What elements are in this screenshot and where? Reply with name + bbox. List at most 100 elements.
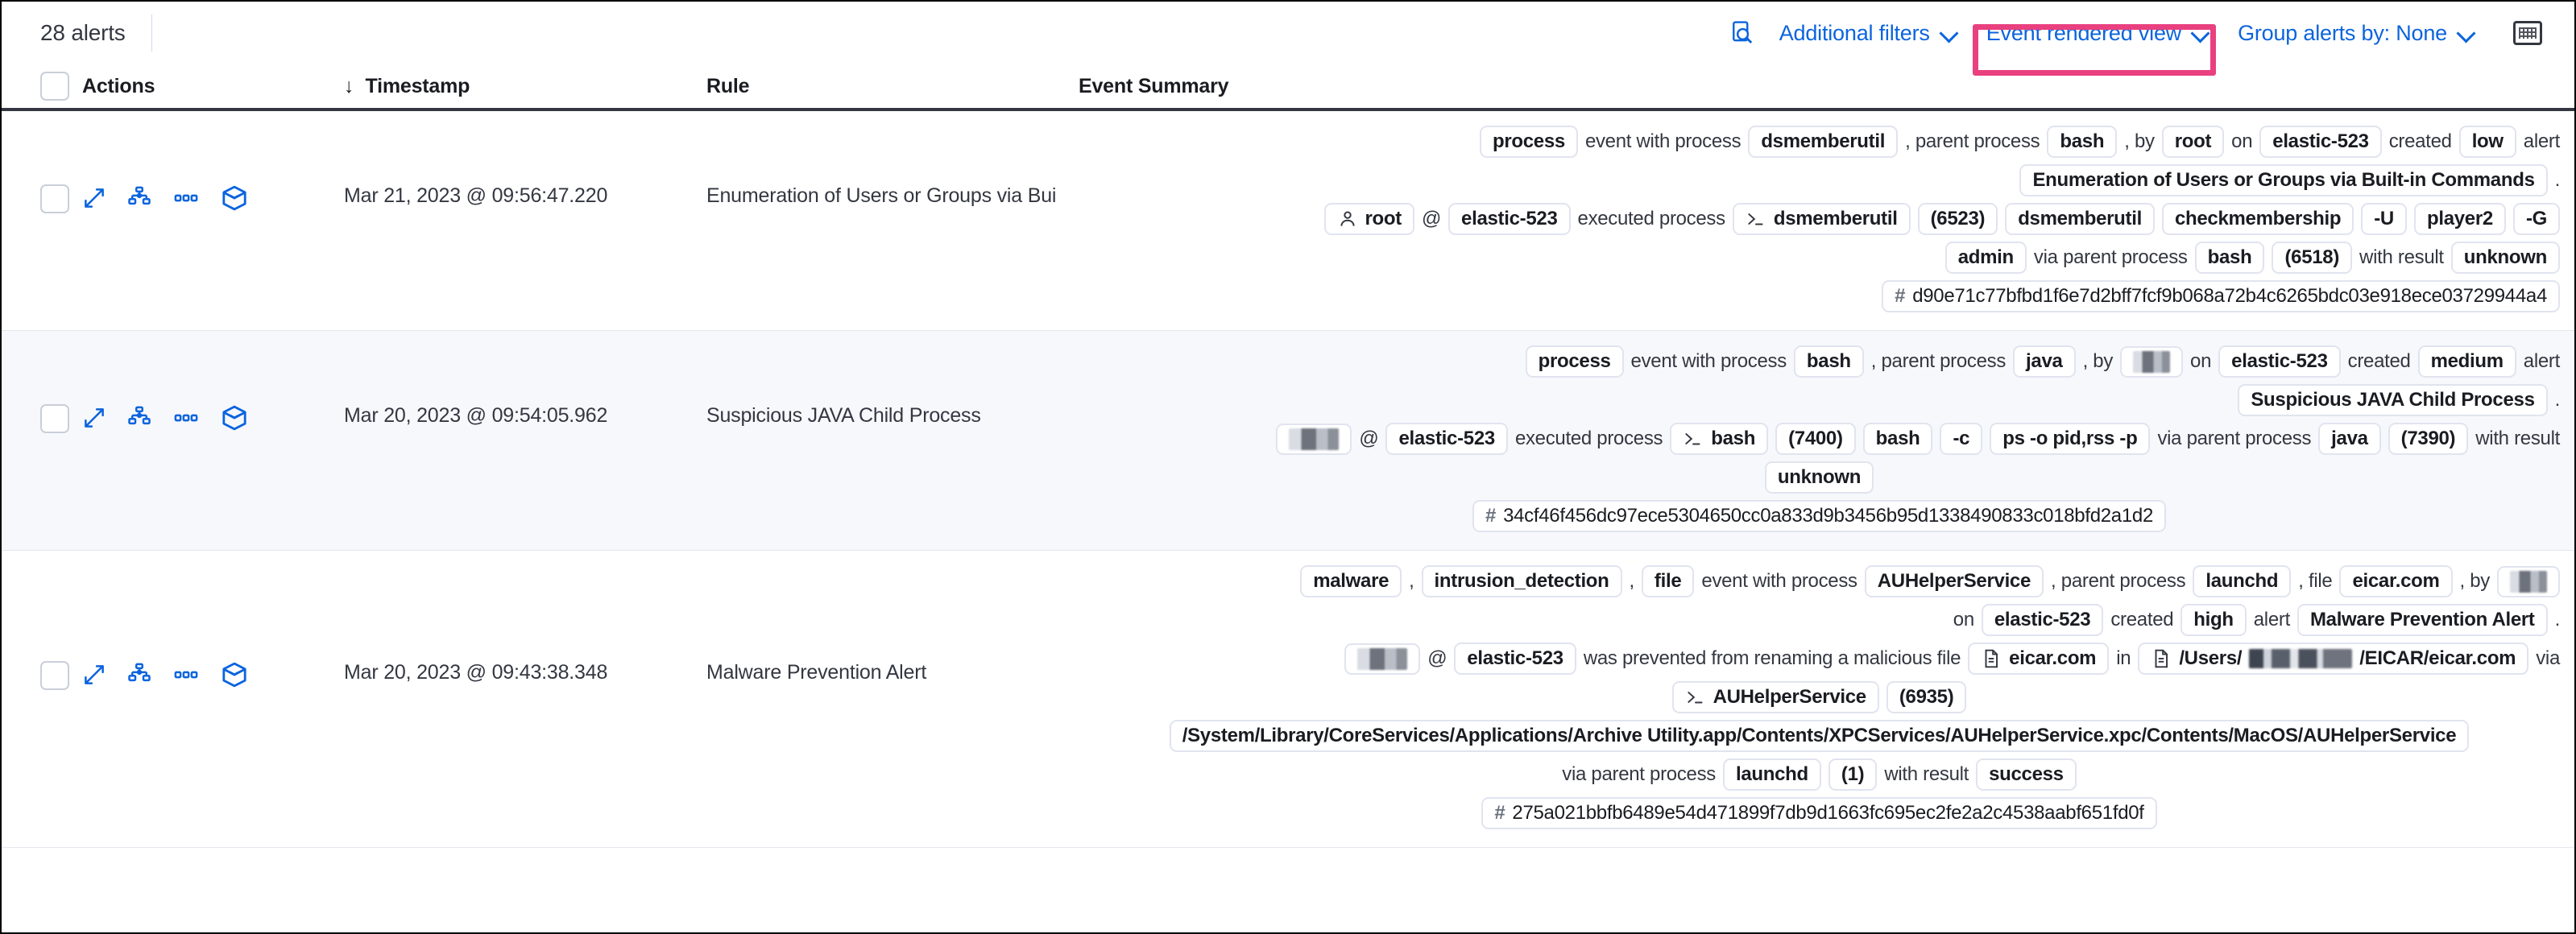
summary-chip[interactable]: (1) bbox=[1828, 758, 1878, 791]
summary-chip[interactable]: malware bbox=[1300, 565, 1402, 597]
summary-text: alert bbox=[2523, 130, 2561, 152]
redacted-chip[interactable] bbox=[2497, 565, 2560, 597]
summary-chip[interactable]: player2 bbox=[2413, 203, 2506, 235]
summary-chip[interactable]: elastic-523 bbox=[1385, 423, 1508, 455]
summary-chip[interactable]: unknown bbox=[2450, 242, 2560, 274]
checkbox-box[interactable] bbox=[40, 661, 69, 690]
row-rule-name[interactable]: Malware Prevention Alert bbox=[706, 661, 927, 684]
row-rule-name[interactable]: Suspicious JAVA Child Process bbox=[706, 404, 981, 427]
summary-chip[interactable]: high bbox=[2180, 604, 2247, 636]
summary-chip[interactable]: #d90e71c77bfbd1f6e7d2bff7fcf9b068a72b4c6… bbox=[1882, 280, 2560, 312]
session-view-icon[interactable] bbox=[221, 404, 248, 432]
row-select-checkbox[interactable] bbox=[40, 551, 82, 690]
session-view-icon[interactable] bbox=[221, 661, 248, 688]
summary-text: event with process bbox=[1584, 130, 1741, 152]
summary-chip[interactable]: process bbox=[1525, 345, 1624, 378]
summary-chip[interactable]: bash bbox=[1793, 345, 1864, 378]
summary-chip[interactable]: elastic-523 bbox=[1454, 643, 1576, 675]
analyze-event-icon[interactable] bbox=[127, 186, 151, 210]
redacted-chip[interactable] bbox=[1276, 423, 1352, 455]
summary-chip[interactable]: checkmembership bbox=[2161, 203, 2354, 235]
summary-chip[interactable]: (7390) bbox=[2388, 423, 2469, 455]
expand-icon[interactable] bbox=[82, 663, 106, 687]
inspect-search-icon[interactable] bbox=[1723, 12, 1765, 54]
summary-chip[interactable]: intrusion_detection bbox=[1421, 565, 1622, 597]
redacted-chip[interactable] bbox=[1344, 643, 1421, 675]
summary-chip[interactable]: -c bbox=[1940, 423, 1983, 455]
more-actions-icon[interactable] bbox=[172, 406, 200, 430]
summary-chip[interactable]: java bbox=[2318, 423, 2381, 455]
summary-chip[interactable]: #34cf46f456dc97ece5304650cc0a833d9b3456b… bbox=[1472, 500, 2166, 532]
chip-label: success bbox=[1989, 763, 2064, 785]
summary-chip[interactable]: admin bbox=[1944, 242, 2027, 274]
summary-chip[interactable]: dsmemberutil bbox=[1732, 203, 1911, 235]
summary-chip[interactable]: (6523) bbox=[1917, 203, 1998, 235]
summary-chip[interactable]: #275a021bbfb6489e54d471899f7db9d1663fc69… bbox=[1481, 797, 2157, 829]
more-actions-icon[interactable] bbox=[172, 663, 200, 687]
column-header-timestamp[interactable]: ↓ Timestamp bbox=[344, 75, 706, 98]
summary-line: #275a021bbfb6489e54d471899f7db9d1663fc69… bbox=[1079, 797, 2560, 829]
chip-label: process bbox=[1538, 350, 1611, 372]
keyboard-shortcuts-icon[interactable] bbox=[2513, 21, 2542, 45]
summary-chip[interactable]: low bbox=[2458, 126, 2516, 158]
summary-chip[interactable]: bash bbox=[2047, 126, 2118, 158]
summary-chip[interactable]: Suspicious JAVA Child Process bbox=[2238, 384, 2548, 416]
summary-chip[interactable]: process bbox=[1479, 126, 1578, 158]
summary-chip[interactable]: eicar.com bbox=[2339, 565, 2453, 597]
summary-chip[interactable]: launchd bbox=[2193, 565, 2292, 597]
row-rule-name[interactable]: Enumeration of Users or Groups via Bui bbox=[706, 184, 1057, 207]
summary-chip[interactable]: AUHelperService bbox=[1864, 565, 2044, 597]
summary-chip[interactable]: Malware Prevention Alert bbox=[2296, 604, 2548, 636]
summary-chip[interactable]: ps -o pid,rss -p bbox=[1990, 423, 2151, 455]
summary-chip[interactable]: medium bbox=[2417, 345, 2516, 378]
summary-chip[interactable]: (6935) bbox=[1886, 681, 1967, 713]
checkbox-box[interactable] bbox=[40, 404, 69, 433]
summary-chip[interactable]: Enumeration of Users or Groups via Built… bbox=[2019, 164, 2548, 196]
summary-chip[interactable]: AUHelperService bbox=[1671, 681, 1879, 713]
additional-filters-button[interactable]: Additional filters bbox=[1765, 21, 1972, 46]
summary-chip[interactable]: (7400) bbox=[1775, 423, 1856, 455]
summary-chip[interactable]: (6518) bbox=[2272, 242, 2353, 274]
summary-chip[interactable]: /Users//EICAR/eicar.com bbox=[2138, 643, 2529, 675]
summary-chip[interactable]: launchd bbox=[1722, 758, 1821, 791]
row-select-checkbox[interactable] bbox=[40, 331, 82, 433]
event-rendered-view-button[interactable]: Event rendered view bbox=[1972, 21, 2223, 46]
summary-chip[interactable]: success bbox=[1976, 758, 2077, 791]
summary-chip[interactable]: eicar.com bbox=[1968, 643, 2110, 675]
summary-chip[interactable]: elastic-523 bbox=[2259, 126, 2382, 158]
summary-text: event with process bbox=[1630, 350, 1787, 372]
select-all-checkbox[interactable] bbox=[40, 72, 82, 101]
summary-chip[interactable]: unknown bbox=[1764, 461, 1874, 494]
checkbox-box[interactable] bbox=[40, 184, 69, 213]
more-actions-icon[interactable] bbox=[172, 186, 200, 210]
analyze-event-icon[interactable] bbox=[127, 406, 151, 430]
session-view-icon[interactable] bbox=[221, 184, 248, 212]
summary-chip[interactable]: dsmemberutil bbox=[2005, 203, 2155, 235]
analyze-event-icon[interactable] bbox=[127, 663, 151, 687]
summary-chip[interactable]: bash bbox=[2194, 242, 2265, 274]
summary-chip[interactable]: bash bbox=[1670, 423, 1769, 455]
expand-icon[interactable] bbox=[82, 186, 106, 210]
summary-chip[interactable]: root bbox=[2161, 126, 2225, 158]
summary-chip[interactable]: elastic-523 bbox=[1981, 604, 2104, 636]
summary-chip[interactable]: root bbox=[1323, 203, 1414, 235]
summary-chip[interactable]: -G bbox=[2512, 203, 2560, 235]
summary-chip[interactable]: elastic-523 bbox=[1448, 203, 1571, 235]
summary-chip[interactable]: elastic-523 bbox=[2218, 345, 2341, 378]
summary-chip[interactable]: bash bbox=[1862, 423, 1933, 455]
summary-chip[interactable]: dsmemberutil bbox=[1748, 126, 1899, 158]
redacted-chip[interactable] bbox=[2120, 345, 2184, 378]
table-header-row: Actions ↓ Timestamp Rule Event Summary bbox=[2, 64, 2574, 111]
expand-icon[interactable] bbox=[82, 406, 106, 430]
summary-chip[interactable]: -U bbox=[2361, 203, 2407, 235]
group-alerts-by-button[interactable]: Group alerts by: None bbox=[2223, 21, 2489, 46]
summary-chip[interactable]: java bbox=[2013, 345, 2076, 378]
row-select-checkbox[interactable] bbox=[40, 111, 82, 213]
summary-chip[interactable]: file bbox=[1641, 565, 1695, 597]
summary-chip[interactable]: /System/Library/CoreServices/Application… bbox=[1169, 720, 2470, 752]
